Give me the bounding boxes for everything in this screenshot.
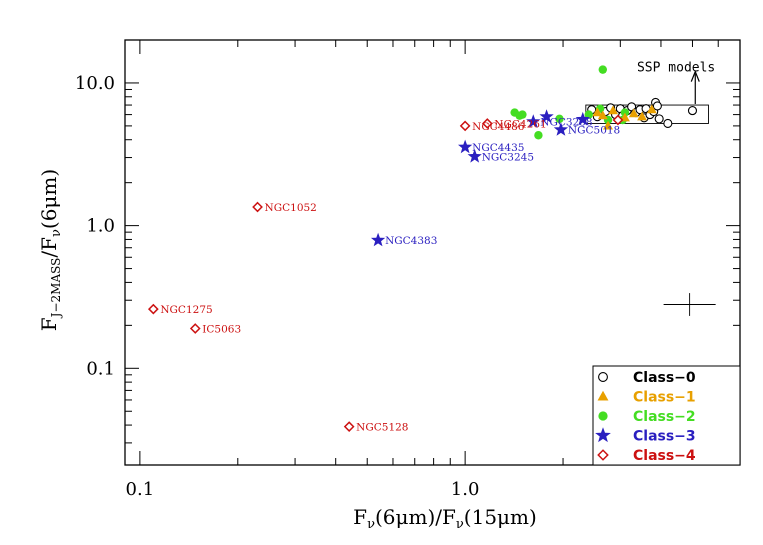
- ssp-arrow-head: [690, 69, 700, 82]
- point-label: NGC5128: [356, 422, 408, 434]
- data-point-circle-open: [687, 106, 698, 116]
- legend-label: Class−0: [633, 370, 696, 386]
- data-point-circle: [518, 110, 527, 119]
- data-point-circle: [598, 65, 607, 74]
- x-axis-label: Fν(6μm)/Fν(15μm): [353, 505, 537, 532]
- data-point-diamond-open: [189, 323, 201, 334]
- data-point-triangle: [608, 105, 619, 115]
- data-point-circle: [534, 131, 543, 140]
- legend-marker-triangle: [597, 390, 609, 401]
- legend-marker-circle: [598, 411, 608, 421]
- data-point-triangle: [646, 104, 657, 114]
- data-point-star: [370, 232, 386, 247]
- plot-frame: [124, 39, 741, 466]
- legend-marker-circle-open: [598, 372, 608, 382]
- data-point-diamond-open: [252, 201, 263, 213]
- data-point-star: [539, 109, 554, 123]
- data-point-diamond-open: [612, 114, 624, 126]
- point-label: NGC4261: [494, 118, 546, 130]
- x-tick-label: 1.0: [451, 479, 480, 500]
- data-point-diamond-open: [343, 421, 355, 433]
- ticks-layer: 0.1 1.0 0.1 1.0 10.0: [75, 39, 741, 500]
- point-label: NGC4383: [385, 235, 437, 247]
- data-point-circle: [620, 108, 630, 117]
- x-tick-label: 0.1: [126, 479, 155, 500]
- data-point-star: [553, 122, 569, 136]
- data-point-diamond-open: [147, 303, 159, 315]
- data-point-triangle: [603, 120, 613, 130]
- data-point-circle-open: [652, 101, 662, 111]
- y-axis-label: FJ−2MASS/Fν(6μm): [37, 169, 64, 331]
- data-point-star: [575, 111, 590, 126]
- data-point-circle: [555, 114, 564, 124]
- point-label: NGC3258: [540, 117, 592, 129]
- data-point-star: [526, 114, 541, 128]
- data-point-circle-open: [654, 114, 664, 124]
- data-point-diamond-open: [459, 120, 471, 132]
- y-tick-label: 1.0: [86, 216, 115, 237]
- data-point-circle: [584, 110, 593, 119]
- point-label: NGC3245: [482, 152, 534, 164]
- point-label: IC5063: [202, 324, 241, 336]
- legend-label: Class−2: [633, 409, 696, 425]
- point-label: NGC5018: [568, 125, 620, 137]
- point-label: NGC1052: [265, 202, 317, 214]
- legend-box: [592, 365, 741, 466]
- axes-frame-layer: [124, 39, 741, 466]
- point-label: NGC4435: [472, 142, 524, 154]
- data-point-star: [458, 139, 473, 154]
- y-tick-label: 0.1: [86, 358, 115, 379]
- legend-label: Class−4: [633, 448, 696, 464]
- y-tick-label: 10.0: [75, 73, 115, 94]
- ssp-models-label: SSP models: [637, 61, 715, 76]
- data-point-circle-open: [663, 118, 673, 129]
- legend-marker-diamond-open: [597, 449, 609, 461]
- data-point-triangle: [628, 108, 639, 118]
- legend-marker-star: [595, 427, 611, 443]
- data-point-star: [467, 149, 482, 163]
- legend-label: Class−1: [633, 390, 696, 406]
- point-label: NGC4486: [472, 121, 525, 133]
- ssp-box-layer: SSP models: [585, 61, 716, 316]
- legend-label: Class−3: [633, 429, 696, 445]
- data-point-diamond-open: [481, 118, 493, 129]
- point-label: NGC1275: [160, 304, 212, 316]
- data-point-triangle: [637, 111, 648, 121]
- data-point-triangle: [592, 107, 603, 117]
- data-point-triangle: [597, 110, 608, 120]
- points-layer: [147, 65, 698, 433]
